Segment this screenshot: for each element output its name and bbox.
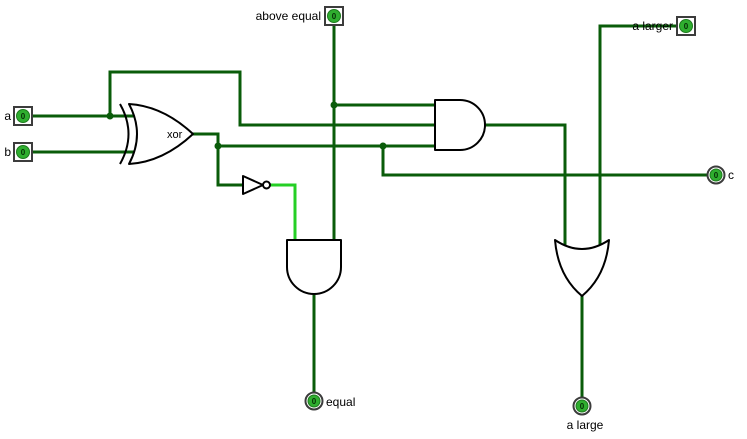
pin-a-large-value: 0 xyxy=(580,402,585,411)
and-gate xyxy=(434,99,486,151)
and-gate-south xyxy=(286,239,342,295)
or-gate-south xyxy=(554,239,610,297)
junction-dot xyxy=(106,112,114,120)
pin-a-value: 0 xyxy=(21,112,26,121)
wire-and-to-or xyxy=(485,123,567,250)
not-gate xyxy=(242,175,264,195)
not-gate-bubble xyxy=(262,180,271,190)
wire-xor-to-c xyxy=(381,146,708,177)
pin-a-larger-value: 0 xyxy=(684,22,689,31)
pin-b-disc[interactable] xyxy=(16,145,30,159)
pin-a-label: a xyxy=(4,109,11,123)
pin-a-large-disc xyxy=(575,399,589,413)
junction-dots xyxy=(106,101,387,150)
wires-high xyxy=(270,183,297,240)
pin-c-label: c xyxy=(728,168,734,182)
wire-a-larger-to-or xyxy=(598,24,677,250)
pin-equal-label: equal xyxy=(326,395,355,409)
pin-b-label: b xyxy=(4,145,11,159)
pin-above-equal-disc[interactable] xyxy=(327,9,341,23)
wire-xor-output xyxy=(193,132,435,148)
xor-gate-label: xor xyxy=(167,129,183,141)
gates xyxy=(119,99,610,297)
wire-xor-to-not xyxy=(216,146,243,187)
pin-a-large-label: a large xyxy=(567,418,604,432)
pin-b-value: 0 xyxy=(21,148,26,157)
pin-labels: a b above equal a larger c equal a large xyxy=(4,9,734,432)
pin-equal-disc xyxy=(307,394,321,408)
wires-low xyxy=(31,24,708,398)
junction-dot xyxy=(214,142,222,150)
xor-gate xyxy=(128,103,194,165)
pin-c-value: 0 xyxy=(714,171,719,180)
pin-a-disc[interactable] xyxy=(16,109,30,123)
junction-dot xyxy=(379,142,387,150)
pin-a-larger-label: a larger xyxy=(632,19,673,33)
wire-not-output xyxy=(270,183,297,240)
wire-a-branch-to-and xyxy=(108,70,435,127)
pin-value-discs xyxy=(16,9,723,413)
pin-above-equal-value: 0 xyxy=(332,12,337,21)
pin-a-larger-disc[interactable] xyxy=(679,19,693,33)
pin-equal-value: 0 xyxy=(312,397,317,406)
junction-dot xyxy=(330,101,338,109)
pin-values: 0 0 0 0 0 0 0 xyxy=(21,12,719,411)
pin-c-disc xyxy=(709,168,723,182)
pin-above-equal-label: above equal xyxy=(256,9,321,23)
xor-gate-back-arc xyxy=(119,103,130,165)
